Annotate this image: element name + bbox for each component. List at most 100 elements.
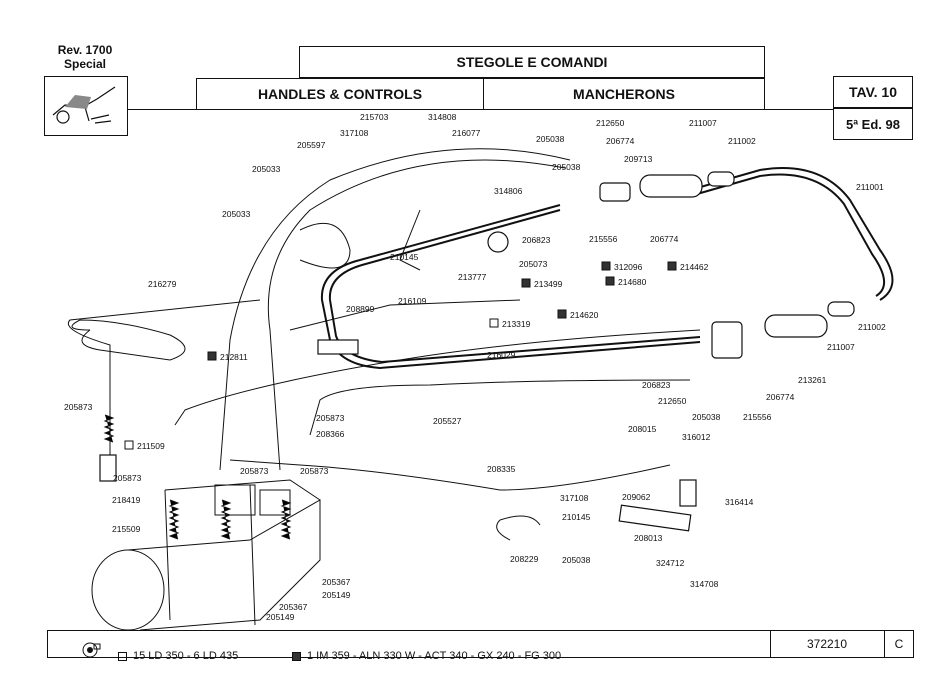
legend-engine-b-text: 1 IM 359 - ALN 330 W - ACT 340 - GX 240 …	[307, 650, 562, 662]
part-label: 314806	[494, 186, 523, 196]
part-label: 215509	[112, 524, 141, 534]
part-label: 210145	[390, 252, 419, 262]
part-label: 215556	[589, 234, 618, 244]
filled-square-marker	[601, 261, 611, 271]
part-label: 212650	[658, 396, 687, 406]
part-label: 213499	[534, 279, 563, 289]
part-label: 208015	[628, 424, 657, 434]
revision-label: Rev. 1700 Special	[50, 43, 120, 71]
part-label: 206774	[606, 136, 635, 146]
filled-square-marker	[557, 309, 567, 319]
part-label: 216029	[487, 350, 516, 360]
part-label: 206774	[766, 392, 795, 402]
part-label: 206774	[650, 234, 679, 244]
part-label: 205038	[552, 162, 581, 172]
title-italian-text: STEGOLE E COMANDI	[456, 54, 608, 70]
part-label: 208899	[346, 304, 375, 314]
part-label: 213261	[798, 375, 827, 385]
part-label: 316414	[725, 497, 754, 507]
part-label: 317108	[340, 128, 369, 138]
drawing-code: 372210	[770, 630, 884, 658]
revision-line1: Rev. 1700	[57, 43, 113, 57]
part-label: 209713	[624, 154, 653, 164]
part-label: 210145	[562, 512, 591, 522]
handle-grips	[99, 171, 855, 532]
part-label: 215556	[743, 412, 772, 422]
part-label: 211002	[858, 322, 886, 332]
footer-divider	[770, 630, 771, 658]
part-label: 216077	[452, 128, 481, 138]
engine-icon	[80, 640, 102, 665]
tiller-thumbnail	[44, 76, 128, 136]
part-label: 214462	[680, 262, 709, 272]
part-label: 216109	[398, 296, 427, 306]
part-label: 214620	[570, 310, 599, 320]
table-number-text: TAV. 10	[849, 84, 897, 100]
part-label: 324712	[656, 558, 685, 568]
legend-empty-square	[118, 651, 127, 661]
part-label: 209062	[622, 492, 651, 502]
part-label: 316012	[682, 432, 711, 442]
part-label: 205149	[266, 612, 295, 622]
empty-square-marker	[124, 440, 134, 450]
part-label: 215703	[360, 112, 389, 122]
part-label: 211002	[728, 136, 756, 146]
part-label: 216279	[148, 279, 177, 289]
part-label: 205038	[536, 134, 565, 144]
part-label: 213319	[502, 319, 531, 329]
title-english-text: HANDLES & CONTROLS	[257, 86, 423, 102]
control-cables	[67, 148, 701, 541]
part-label: 218419	[112, 495, 141, 505]
filled-square-marker	[605, 276, 615, 286]
filled-square-marker	[207, 351, 217, 361]
revision-letter: C	[884, 630, 914, 658]
footer-bar	[47, 630, 914, 658]
part-label: 208335	[487, 464, 516, 474]
part-label: 317108	[560, 493, 589, 503]
handlebar-frame	[320, 167, 894, 370]
drawing-code-text: 372210	[806, 637, 848, 651]
part-label: 208229	[510, 554, 539, 564]
part-label: 314808	[428, 112, 457, 122]
empty-square-marker	[489, 318, 499, 328]
part-label: 211509	[137, 441, 165, 451]
legend-engine-a-text: 15 LD 350 - 6 LD 435	[133, 650, 239, 662]
edition-text: 5ª Ed. 98	[846, 116, 900, 132]
revision-letter-text: C	[894, 637, 904, 651]
part-label: 314708	[690, 579, 719, 589]
part-label: 211007	[827, 342, 855, 352]
title-french-text: MANCHERONS	[573, 86, 675, 102]
part-label: 211001	[856, 182, 884, 192]
table-number: TAV. 10	[833, 76, 913, 108]
filled-square-marker	[521, 278, 531, 288]
part-label: 205033	[222, 209, 251, 219]
part-label: 213777	[458, 272, 487, 282]
part-label: 205033	[252, 164, 281, 174]
legend-engine-b: 1 IM 359 - ALN 330 W - ACT 340 - GX 240 …	[292, 650, 561, 662]
part-label: 212650	[596, 118, 625, 128]
part-label: 212811	[220, 352, 248, 362]
part-label: 205527	[433, 416, 462, 426]
part-label: 214680	[618, 277, 647, 287]
revision-line2: Special	[63, 57, 107, 71]
part-label: 205873	[316, 413, 345, 423]
part-label: 208013	[634, 533, 663, 543]
title-french: MANCHERONS	[483, 78, 765, 110]
part-label: 205873	[113, 473, 142, 483]
legend-filled-square	[292, 651, 301, 661]
part-label: 211007	[689, 118, 717, 128]
part-label: 205873	[64, 402, 93, 412]
part-label: 205597	[297, 140, 326, 150]
part-label: 205038	[692, 412, 721, 422]
part-label: 205149	[322, 590, 351, 600]
part-label: 208366	[316, 429, 345, 439]
title-italian: STEGOLE E COMANDI	[299, 46, 765, 78]
part-label: 205367	[279, 602, 308, 612]
header-rule	[128, 109, 833, 110]
part-label: 205873	[240, 466, 269, 476]
part-label: 205073	[519, 259, 548, 269]
footer-divider-2	[884, 630, 885, 658]
part-labels: 215703 314808 317108 216077 205597 205033 2050…	[64, 112, 886, 622]
part-label: 206823	[642, 380, 671, 390]
